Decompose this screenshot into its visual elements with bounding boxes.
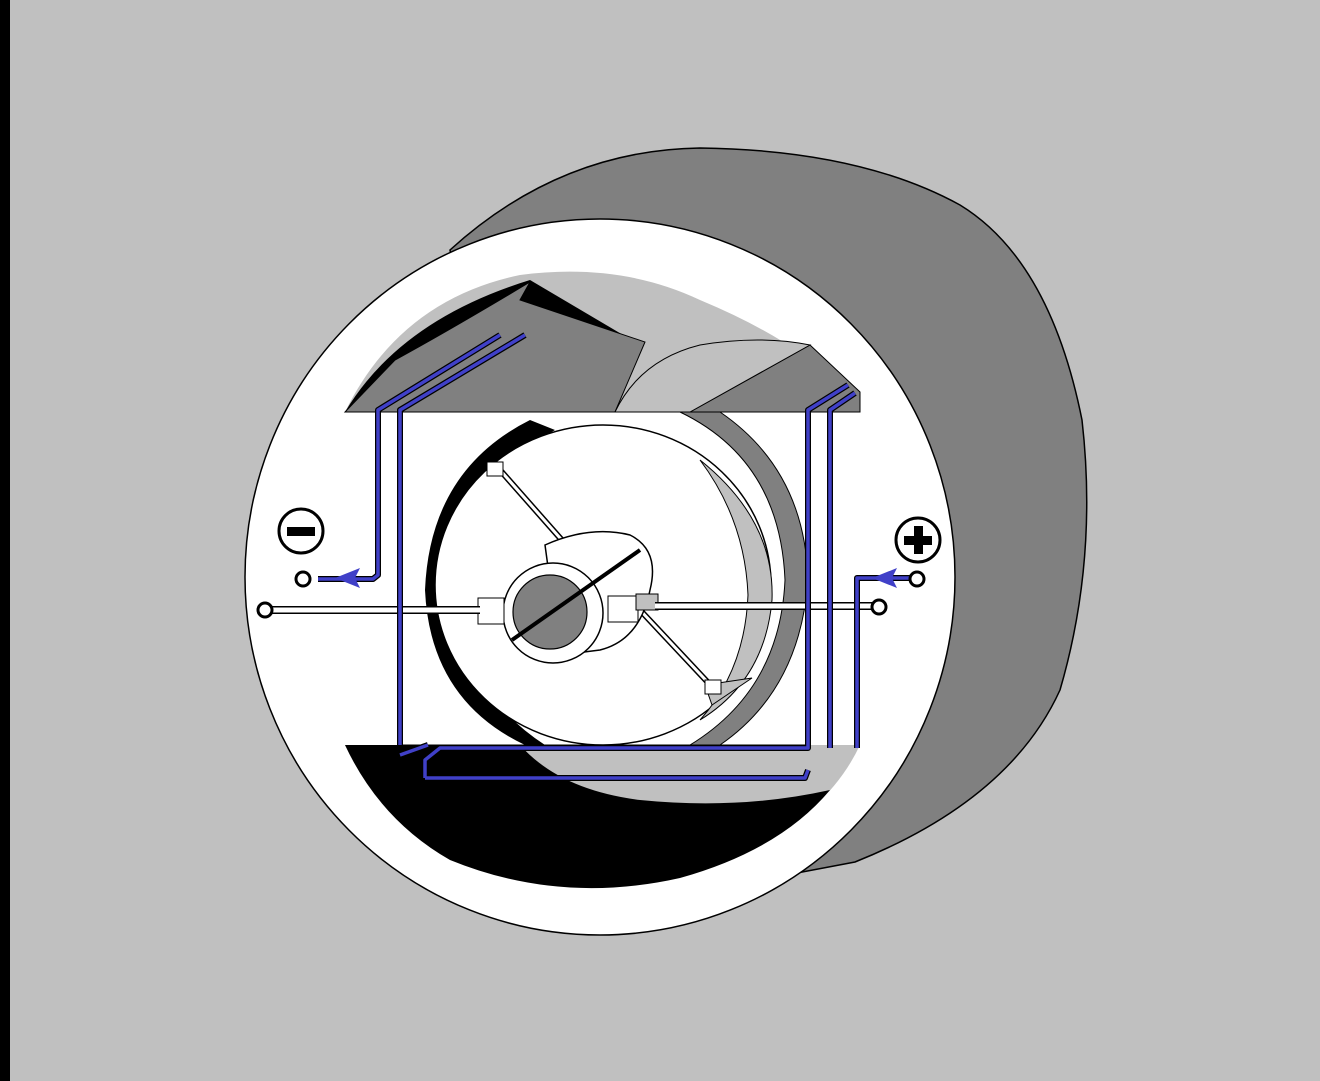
- commutator-split: [510, 548, 642, 642]
- brush-holder-upper: [486, 461, 504, 477]
- winding-right-2: [855, 576, 910, 748]
- north-pole-notch: [614, 339, 812, 413]
- north-pole-face: [343, 280, 646, 413]
- rotor-inner-shade: [699, 459, 773, 721]
- winding-left-3: [399, 743, 429, 757]
- minus-circle-icon: [277, 507, 325, 555]
- winding-right-1: [828, 391, 856, 748]
- lead-wires: [256, 598, 888, 619]
- plus-circle-icon: [894, 516, 942, 564]
- winding-left-2: [398, 333, 526, 745]
- arrow-left-icon: [872, 568, 897, 588]
- terminal-left: [256, 601, 274, 619]
- brush-right: [607, 595, 639, 623]
- positive-terminal: [908, 570, 926, 588]
- winding-bottom-2: [425, 769, 810, 780]
- current-arrow-negative: [335, 568, 360, 588]
- arrow-left-icon: [335, 568, 360, 588]
- terminal-right: [870, 598, 888, 616]
- brush-arm-lower-fill: [638, 608, 717, 692]
- negative-terminal: [294, 570, 312, 588]
- brush-left: [477, 597, 505, 625]
- brush-right-cap: [635, 593, 659, 611]
- current-arrow-positive: [872, 568, 897, 588]
- winding-bottom: [423, 383, 849, 778]
- armature: [425, 411, 809, 746]
- brush-lower: [704, 679, 722, 695]
- field-windings-color: [318, 333, 910, 780]
